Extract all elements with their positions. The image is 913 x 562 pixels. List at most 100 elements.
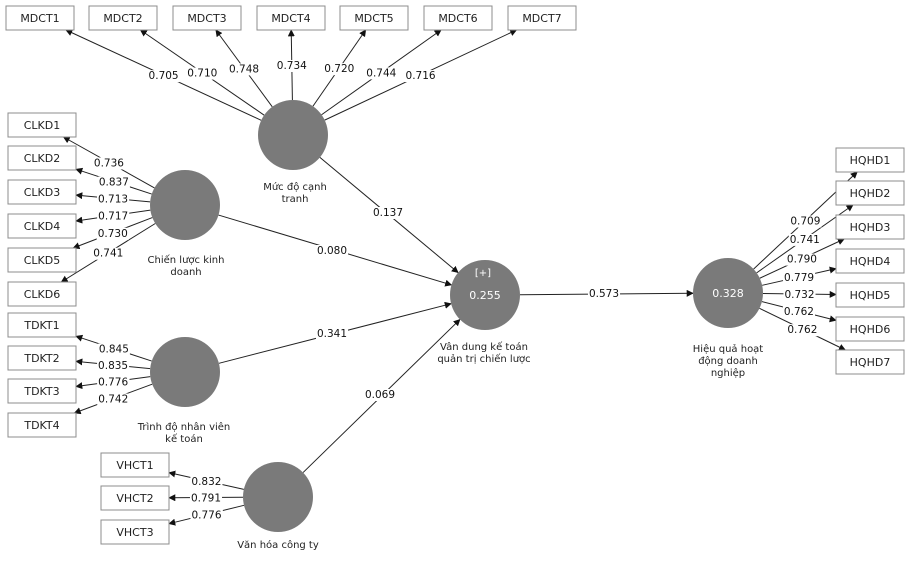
outer-loading-value: 0.713 — [98, 193, 128, 205]
indicator-vhct2[interactable]: VHCT2 — [100, 485, 170, 511]
indicator-hqhd7[interactable]: HQHD7 — [835, 349, 905, 375]
latent-variable-circle[interactable] — [450, 260, 520, 330]
outer-loading-value: 0.732 — [784, 289, 814, 301]
outer-loading-value: 0.762 — [784, 306, 814, 318]
construct-label: Hiệu quả hoạt — [693, 343, 764, 355]
indicator-tdkt2[interactable]: TDKT2 — [7, 345, 77, 371]
indicator-clkd5[interactable]: CLKD5 — [7, 247, 77, 273]
latent-variable-circle[interactable] — [693, 258, 763, 328]
indicator-label: TDKT4 — [23, 419, 59, 432]
outer-loading-value: 0.709 — [790, 216, 820, 228]
construct-label: Văn hóa công ty — [237, 539, 319, 551]
outer-loading-value: 0.736 — [94, 157, 124, 169]
path-coefficient: 0.069 — [365, 389, 395, 401]
construct-label: doanh — [170, 267, 201, 278]
outer-loading-value: 0.741 — [790, 234, 820, 246]
construct-label: kế toán — [165, 433, 203, 445]
indicator-label: MDCT1 — [20, 12, 59, 25]
construct-mdct[interactable] — [258, 100, 328, 170]
indicator-hqhd6[interactable]: HQHD6 — [835, 316, 905, 342]
indicator-label: TDKT3 — [23, 385, 59, 398]
outer-loading-value: 0.741 — [93, 248, 123, 260]
indicator-hqhd3[interactable]: HQHD3 — [835, 214, 905, 240]
outer-loading-value: 0.845 — [99, 344, 129, 356]
construct-label: Trình độ nhân viên — [137, 421, 231, 433]
indicator-vhct3[interactable]: VHCT3 — [100, 519, 170, 545]
construct-tdkt[interactable] — [150, 337, 220, 407]
indicator-clkd6[interactable]: CLKD6 — [7, 281, 77, 307]
indicator-label: CLKD3 — [24, 186, 61, 199]
construct-label: Vân dung kế toán — [440, 341, 528, 353]
indicator-mdct4[interactable]: MDCT4 — [256, 5, 326, 31]
indicator-hqhd5[interactable]: HQHD5 — [835, 282, 905, 308]
constructs-layer: 0.255 [+] 0.328 — [150, 100, 763, 532]
outer-loading-value: 0.742 — [98, 394, 128, 406]
indicator-tdkt1[interactable]: TDKT1 — [7, 312, 77, 338]
construct-label: tranh — [282, 194, 309, 205]
indicators-layer: MDCT1 MDCT2 MDCT3 MDCT4 MDCT5 MDCT6 MDCT7CLKD1… — [5, 5, 905, 545]
indicator-hqhd1[interactable]: HQHD1 — [835, 147, 905, 173]
indicator-label: CLKD5 — [24, 254, 61, 267]
outer-loading-value: 0.832 — [191, 476, 221, 488]
path-coefficient: 0.137 — [373, 207, 403, 219]
indicator-label: MDCT2 — [103, 12, 142, 25]
outer-loading-value: 0.710 — [187, 68, 217, 80]
r-squared-value: 0.255 — [469, 289, 501, 302]
construct-label: nghiệp — [711, 367, 745, 379]
indicator-clkd1[interactable]: CLKD1 — [7, 112, 77, 138]
indicator-label: HQHD1 — [850, 154, 891, 167]
indicator-label: HQHD6 — [850, 323, 891, 336]
path-coefficient: 0.573 — [589, 288, 619, 300]
outer-loading-value: 0.734 — [277, 60, 307, 72]
indicator-label: VHCT2 — [116, 492, 153, 505]
outer-loading-value: 0.716 — [406, 70, 436, 82]
indicator-label: HQHD4 — [850, 255, 891, 268]
indicator-hqhd2[interactable]: HQHD2 — [835, 180, 905, 206]
indicator-label: MDCT5 — [354, 12, 393, 25]
latent-variable-circle[interactable] — [243, 462, 313, 532]
indicator-label: CLKD1 — [24, 119, 61, 132]
indicator-label: HQHD7 — [850, 356, 891, 369]
indicator-mdct1[interactable]: MDCT1 — [5, 5, 75, 31]
construct-vdkt[interactable]: 0.255 [+] — [450, 260, 520, 330]
outer-loading-value: 0.790 — [787, 254, 817, 266]
indicator-clkd4[interactable]: CLKD4 — [7, 213, 77, 239]
indicator-mdct7[interactable]: MDCT7 — [507, 5, 577, 31]
outer-loading-value: 0.730 — [98, 228, 128, 240]
indicator-vhct1[interactable]: VHCT1 — [100, 452, 170, 478]
indicator-label: CLKD4 — [24, 220, 61, 233]
path-coefficient: 0.080 — [317, 245, 347, 257]
indicator-label: VHCT1 — [116, 459, 153, 472]
outer-loading-value: 0.720 — [324, 63, 354, 75]
construct-hqhd[interactable]: 0.328 — [693, 258, 763, 328]
indicator-mdct2[interactable]: MDCT2 — [88, 5, 158, 31]
outer-loading-value: 0.776 — [191, 509, 221, 521]
construct-label: Mức độ cạnh — [263, 181, 327, 193]
path-coefficient: 0.341 — [317, 328, 347, 340]
indicator-mdct6[interactable]: MDCT6 — [423, 5, 493, 31]
indicator-mdct3[interactable]: MDCT3 — [172, 5, 242, 31]
construct-label: Chiến lược kinh — [148, 254, 225, 266]
latent-variable-circle[interactable] — [258, 100, 328, 170]
latent-variable-circle[interactable] — [150, 170, 220, 240]
outer-loading-value: 0.748 — [229, 63, 259, 75]
latent-variable-circle[interactable] — [150, 337, 220, 407]
expand-icon[interactable]: [+] — [475, 268, 491, 279]
indicator-clkd3[interactable]: CLKD3 — [7, 179, 77, 205]
indicator-tdkt3[interactable]: TDKT3 — [7, 378, 77, 404]
outer-loading-value: 0.717 — [98, 211, 128, 223]
indicator-label: TDKT2 — [23, 352, 59, 365]
construct-vhct[interactable] — [243, 462, 313, 532]
outer-loading-value: 0.837 — [99, 177, 129, 189]
construct-clkd[interactable] — [150, 170, 220, 240]
indicator-label: HQHD5 — [850, 289, 891, 302]
outer-loading-value: 0.762 — [787, 324, 817, 336]
indicator-tdkt4[interactable]: TDKT4 — [7, 412, 77, 438]
indicator-mdct5[interactable]: MDCT5 — [339, 5, 409, 31]
indicator-clkd2[interactable]: CLKD2 — [7, 145, 77, 171]
indicator-label: MDCT4 — [271, 12, 310, 25]
indicator-hqhd4[interactable]: HQHD4 — [835, 248, 905, 274]
indicator-label: HQHD2 — [850, 187, 891, 200]
